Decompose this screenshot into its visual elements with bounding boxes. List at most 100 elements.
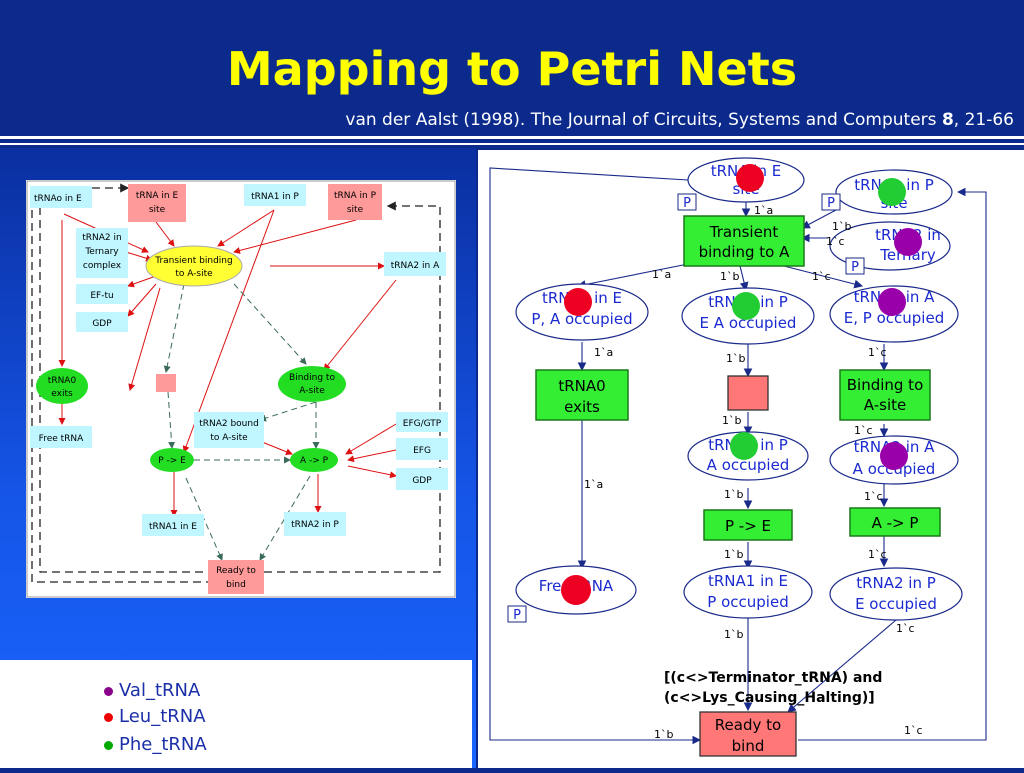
node-label: tRNA2 bound (199, 419, 259, 429)
node-label: A-site (299, 386, 325, 396)
node-trna-in-p-site (328, 184, 382, 220)
p-tag (845, 257, 865, 275)
node-label: Free tRNA (39, 434, 84, 444)
place-label: P, A occupied (531, 310, 632, 328)
right-loop (264, 201, 441, 573)
slide-title: Mapping to Petri Nets (226, 42, 798, 96)
petri-net-panel: tRNA in E site tRNA1 in P site tRNA2 in … (478, 150, 1024, 768)
node-trna0-in-e-label: tRNAo in E (34, 194, 82, 204)
dot-icon (104, 740, 113, 750)
node-label: bind (226, 580, 246, 590)
citation-volume: 8 (941, 110, 954, 130)
transition-label: binding to A (699, 243, 791, 261)
node-label: site (347, 205, 364, 215)
node-trna-in-e-site (128, 184, 186, 222)
node-gdp-top (76, 312, 128, 332)
node-free-trna (30, 426, 92, 448)
node-label: to A-site (210, 433, 248, 443)
left-loop (39, 194, 210, 573)
node-label: complex (83, 261, 122, 271)
token-leu (561, 575, 591, 605)
node-a-to-p (290, 448, 338, 472)
citation: van der Aalst (1998). The Journal of Cir… (345, 110, 1014, 130)
arc-label: 1`b (726, 352, 745, 365)
transition-label: Ready to (715, 716, 781, 734)
node-efg-gtp (396, 412, 448, 432)
guard-label: [(c<>Terminator_tRNA) and (664, 670, 882, 686)
transition-ready-to-bind (699, 711, 797, 757)
node-ef-tu (76, 284, 128, 304)
node-label: tRNA2 in (82, 233, 121, 243)
token-legend: Val_tRNA Leu_tRNA Phe_tRNA (0, 660, 472, 768)
node-label: tRNA in E (136, 191, 179, 201)
transition-empty (727, 375, 769, 411)
node-label: Ternary (84, 247, 119, 257)
p-tag-label: P (683, 196, 691, 211)
arc-loop-left (489, 167, 702, 745)
node-transient-binding (145, 245, 243, 287)
arc-label: 1`a (652, 268, 671, 281)
transition-transient-binding (683, 215, 805, 267)
p-tag-label: P (851, 260, 859, 275)
guard-label: (c<>Lys_Causing_Halting)] (664, 690, 875, 706)
transition-binding-a-site (839, 369, 931, 421)
node-label: EFG/GTP (403, 419, 442, 429)
transition-p-to-e (703, 509, 793, 541)
legend-item-val: Val_tRNA (104, 680, 200, 701)
arc-label: 1`b (724, 628, 743, 641)
node-label: tRNA in P (334, 191, 377, 201)
place-label: E occupied (855, 595, 937, 613)
arc-label: 1`c (896, 622, 915, 635)
place-label: E A occupied (700, 314, 797, 332)
legend-label: Val_tRNA (119, 680, 201, 701)
token-leu (564, 288, 592, 316)
node-label: tRNA2 in P (291, 520, 339, 530)
node-label: tRNA1 in P (251, 192, 299, 202)
node-label: GDP (412, 476, 432, 486)
node-label: A -> P (300, 456, 329, 466)
place-trna2-in-p (829, 567, 963, 621)
divider-line (0, 143, 1024, 145)
node-label: EFG (413, 446, 431, 456)
arc-label: 1`b (720, 270, 739, 283)
arc-label: 1`c (826, 235, 845, 248)
transition-label: P -> E (725, 517, 771, 535)
arc-label: 1`c (812, 270, 831, 283)
node-trna2-bound (194, 412, 264, 448)
token-leu (736, 164, 764, 192)
arc-label: 1`a (584, 478, 603, 491)
token-phe (730, 432, 758, 460)
pathway-diagram: tRNAo in E tRNA in E site tRNA1 in P tRN… (26, 180, 456, 598)
arc-label: 1`b (722, 414, 741, 427)
token-val (880, 442, 908, 470)
dot-icon (104, 686, 113, 696)
node-label: Ready to (216, 566, 256, 576)
transition-label: exits (564, 398, 600, 416)
arc-label: 1`c (854, 424, 873, 437)
left-loop (31, 210, 210, 583)
arc-label: 1`a (594, 346, 613, 359)
node-trna2-in-p (284, 512, 346, 536)
dot-icon (104, 712, 113, 722)
node-label: tRNA2 in A (391, 261, 440, 271)
arc-label: 1`c (864, 490, 883, 503)
arc-label: 1`c (868, 346, 887, 359)
legend-label: Phe_tRNA (119, 734, 207, 755)
node-binding-a-site (278, 366, 346, 402)
arc-loop-right (798, 187, 987, 741)
legend-item-leu: Leu_tRNA (104, 706, 206, 727)
legend-item-phe: Phe_tRNA (104, 734, 207, 755)
node-label: GDP (92, 319, 112, 329)
p-tag (821, 193, 841, 211)
transition-label: bind (732, 737, 765, 755)
place-label: P occupied (707, 593, 788, 611)
token-phe (878, 178, 906, 206)
place-label: E, P occupied (844, 309, 944, 327)
p-tag-label: P (513, 608, 521, 623)
divider-line (0, 136, 1024, 139)
transition-label: tRNA0 (558, 377, 605, 395)
citation-text: van der Aalst (1998). The Journal of Cir… (345, 110, 942, 130)
node-trna1-in-e (142, 514, 204, 536)
token-val (878, 288, 906, 316)
node-efg (396, 438, 448, 460)
